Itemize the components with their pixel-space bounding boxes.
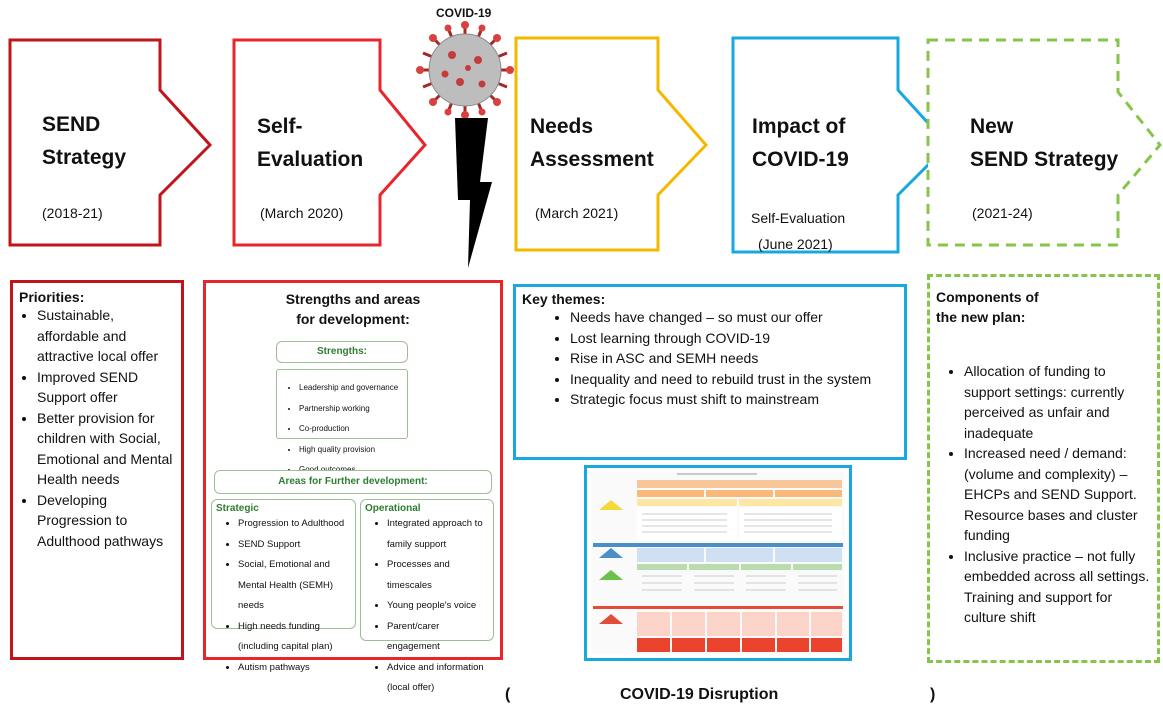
disruption-label: COVID-19 Disruption [620,686,779,703]
stage-send-strategy-date: (2018-21) [42,205,103,221]
list-item: Advice and information (local offer) [387,658,489,699]
send-strategy-arrow [8,38,213,247]
list-item: High quality provision [299,440,407,461]
list-item: Integrated approach to family support [387,514,489,555]
stage-self-evaluation-title: Self-Evaluation [257,115,364,171]
list-item: Social, Emotional and Mental Health (SEM… [238,555,351,617]
list-item: SEND Support [238,535,351,556]
key-themes-heading: Key themes: [522,291,606,307]
components-list: Allocation of funding to support setting… [936,361,1151,628]
stage-needs-assessment-date: (March 2021) [535,205,619,221]
operational-list: Integrated approach to family support Pr… [365,514,489,699]
key-themes-list: Needs have changed – so must our offer L… [522,307,898,410]
list-item: High needs funding (including capital pl… [238,617,351,658]
list-item: Young people's voice [387,596,489,617]
strengths-title: Strengths: [317,346,367,357]
strategic-title: Strategic [216,503,259,514]
self-evaluation-arrow [232,38,427,247]
list-item: Sustainable, affordable and attractive l… [37,305,175,367]
disruption-open-paren: ( [505,686,511,703]
list-item: Good outcomes [299,460,407,481]
list-item: Improved SEND Support offer [37,367,175,408]
list-item: Increased need / demand: (volume and com… [964,443,1151,546]
list-item: Leadership and governance [299,378,407,399]
new-strategy-arrow [926,38,1162,247]
list-item: Inequality and need to rebuild trust in … [570,369,898,390]
list-item: Lost learning through COVID-19 [570,328,898,349]
list-item: Processes and timescales [387,555,489,596]
impact-covid-arrow [731,36,951,254]
areas-title: Areas for Further development: [278,476,428,487]
review-matrix-image [591,472,845,654]
strategic-box: Strategic Progression to Adulthood SEND … [211,499,356,673]
stage-impact-covid-date: Self-Evaluation (June 2021) [751,210,846,252]
list-item: Autism pathways [238,658,351,679]
key-themes-panel: Key themes: Needs have changed – so must… [513,284,907,460]
list-item: Better provision for children with Socia… [37,408,175,490]
disruption-close-paren: ) [930,686,936,703]
list-item: Developing Progression to Adulthood path… [37,490,175,552]
list-item: Needs have changed – so must our offer [570,307,898,328]
list-item: Strategic focus must shift to mainstream [570,389,898,410]
priorities-panel: Priorities: Sustainable, affordable and … [10,280,184,660]
strengths-list: Leadership and governance Partnership wo… [277,378,407,481]
operational-box: Operational Integrated approach to famil… [360,499,494,693]
strengths-list-box: Leadership and governance Partnership wo… [276,369,408,474]
strategic-list: Progression to Adulthood SEND Support So… [216,514,351,678]
priorities-heading: Priorities: [19,289,85,305]
needs-assessment-arrow [514,36,709,252]
list-item: Parent/carer engagement [387,617,489,658]
list-item: Allocation of funding to support setting… [964,361,1151,443]
priorities-list: Sustainable, affordable and attractive l… [19,305,175,551]
list-item: Partnership working [299,399,407,420]
list-item: Rise in ASC and SEMH needs [570,348,898,369]
areas-title-box: Areas for Further development: [214,470,492,494]
lightning-bolt-icon [455,118,492,268]
covid-label: COVID-19 [436,6,492,20]
list-item: Co-production [299,419,407,440]
strengths-title-box: Strengths: [276,341,408,363]
operational-title: Operational [365,503,421,514]
review-matrix-thumbnail [584,465,852,661]
stage-new-strategy-date: (2021-24) [972,205,1033,221]
list-item: Inclusive practice – not fully embedded … [964,546,1151,628]
stage-self-evaluation-date: (March 2020) [260,205,344,221]
virus-icon [416,21,514,119]
list-item: Progression to Adulthood [238,514,351,535]
